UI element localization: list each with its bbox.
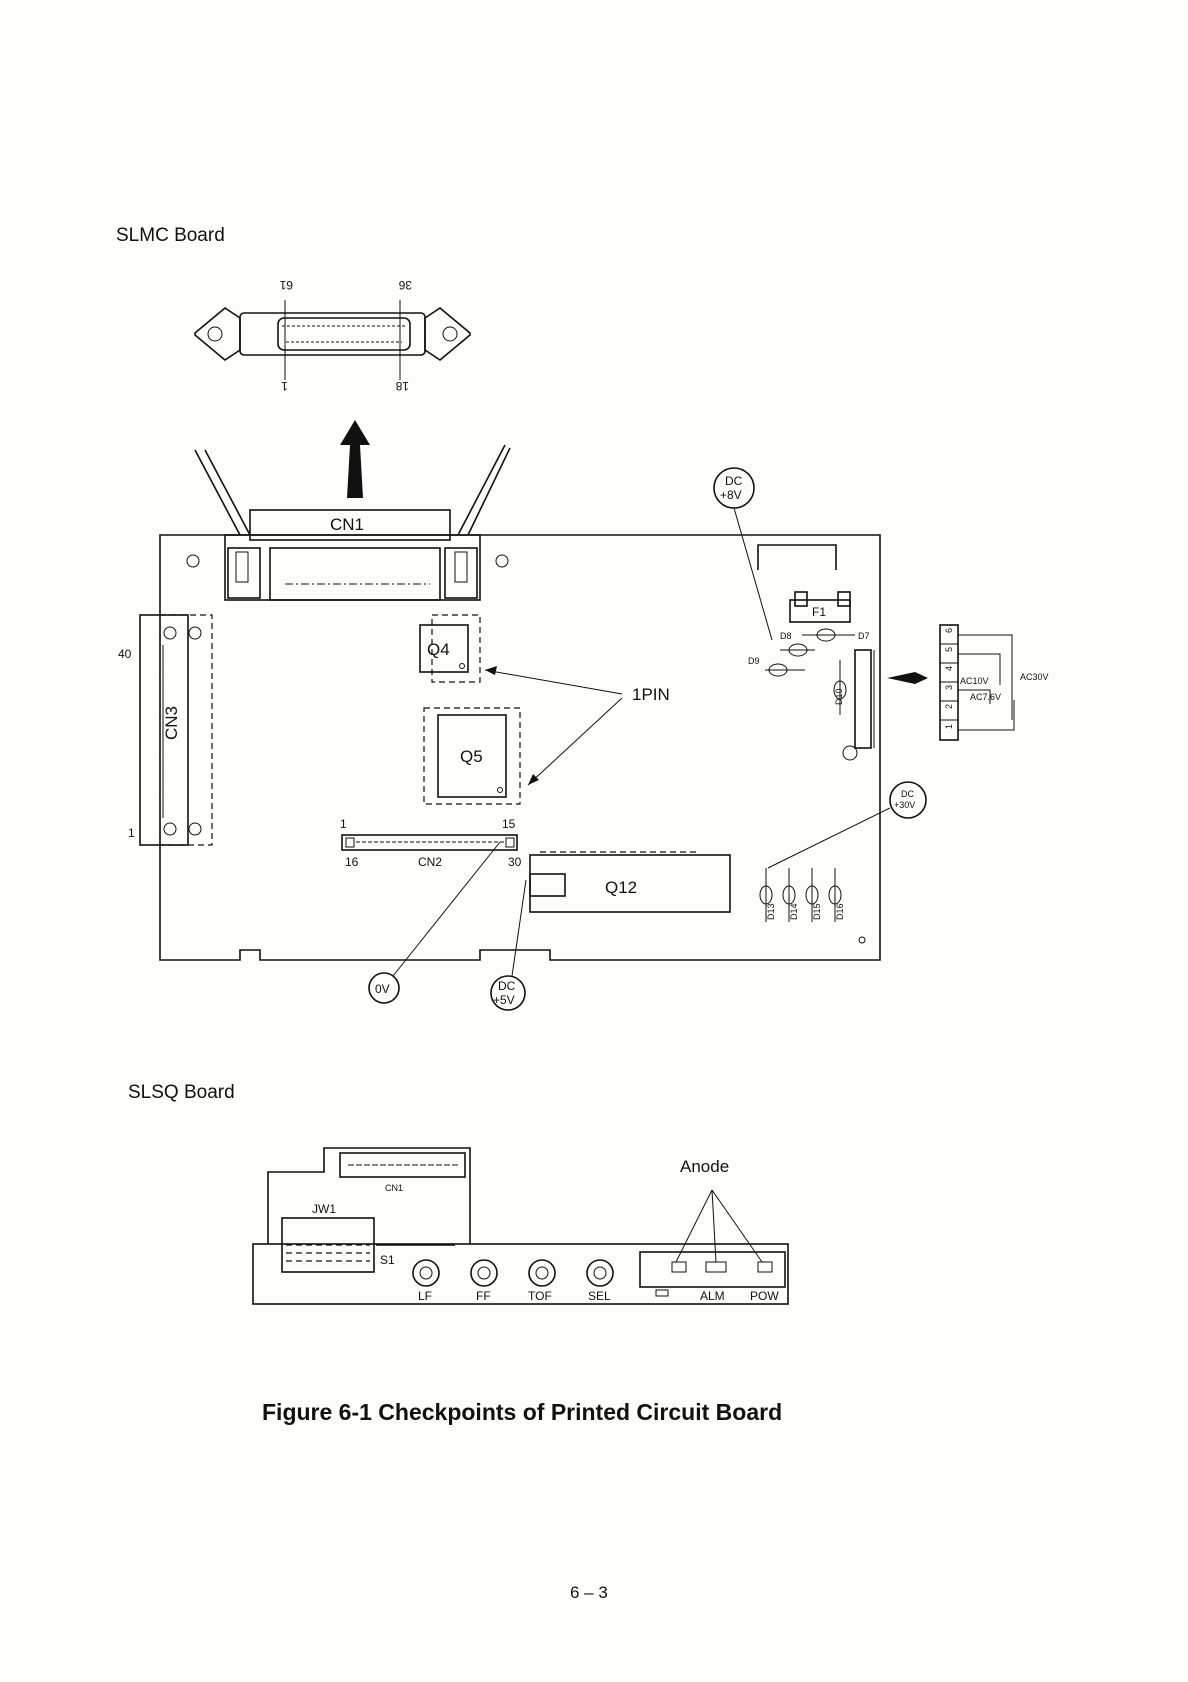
cn2-pin-1: 1 [340,817,347,831]
slsq-cn1-label: CN1 [385,1183,403,1193]
pow-label: POW [750,1289,779,1303]
dc8v-label-dc: DC [725,474,743,488]
cn2-pin-15: 15 [502,817,516,831]
figure-caption: Figure 6-1 Checkpoints of Printed Circui… [262,1399,782,1425]
q4-label: Q4 [427,640,450,659]
power-connector-on-board [855,650,874,748]
button-lf [413,1260,439,1286]
pin-label-1: 1 [281,379,288,393]
button-ff [471,1260,497,1286]
cn1-label: CN1 [330,515,364,534]
centronics-connector-top-view [195,300,470,380]
d13-label: D13 [766,903,776,920]
f1-label: F1 [812,605,826,619]
diode-d10 [834,660,846,715]
d8-label: D8 [780,631,792,641]
diode-d9 [765,664,805,676]
cn2-connector [342,835,517,850]
d7-label: D7 [858,631,870,641]
slsq-board-title: SLSQ Board [128,1082,235,1103]
ac30v-label: AC30V [1020,672,1049,682]
jw1-label: JW1 [312,1202,336,1216]
anode-pointer-lines [676,1190,762,1262]
jw1-jumper [282,1218,455,1272]
d14-label: D14 [789,903,799,920]
terminal-pin-6: 6 [944,628,954,633]
ff-label: FF [476,1289,491,1303]
zero-v-label: 0V [375,982,390,996]
mounting-hole [843,746,857,760]
terminal-pin-3: 3 [944,685,954,690]
dc5v-label-voltage: +5V [493,993,515,1007]
cn2-label: CN2 [418,855,442,869]
cn3-pin-40: 40 [118,647,132,661]
lf-label: LF [418,1289,432,1303]
terminal-pin-2: 2 [944,704,954,709]
d10-label: D10 [834,688,844,705]
terminal-pin-5: 5 [944,647,954,652]
cn3-pin-1: 1 [128,826,135,840]
page-number: 6 – 3 [570,1583,608,1602]
cn3-label: CN3 [162,706,181,740]
pin-label-18: 18 [395,379,409,393]
button-tof [529,1260,555,1286]
one-pin-label: 1PIN [632,685,670,704]
d15-label: D15 [812,903,822,920]
ac76v-label: AC7.6V [970,692,1001,702]
d16-label: D16 [835,903,845,920]
pin-label-36: 36 [398,278,412,292]
mounting-hole [496,555,508,567]
mounting-hole [187,555,199,567]
terminal-pin-1: 1 [944,724,954,729]
pin-label-61: 61 [279,278,293,292]
d9-label: D9 [748,656,760,666]
dc30v-label-voltage: +30V [894,800,915,810]
tof-label: TOF [528,1289,552,1303]
dc8v-label-voltage: +8V [720,488,742,502]
slsq-cn1-connector [340,1153,465,1177]
fuse-f1 [758,545,850,622]
terminal-pin-4: 4 [944,666,954,671]
dc5v-label-dc: DC [498,979,516,993]
diode-d7 [802,629,855,641]
sel-label: SEL [588,1289,611,1303]
q5-label: Q5 [460,747,483,766]
cn2-pin-30: 30 [508,855,522,869]
q12-label: Q12 [605,878,637,897]
right-arrow [887,672,928,684]
slmc-board-title: SLMC Board [116,225,225,246]
mounting-hole [859,937,865,943]
alm-label: ALM [700,1289,725,1303]
button-sel [587,1260,613,1286]
up-arrow [340,420,370,498]
dc30v-label-dc: DC [901,789,914,799]
s1-label: S1 [380,1253,395,1267]
cn2-pin-16: 16 [345,855,359,869]
ac10v-label: AC10V [960,676,989,686]
diode-d8 [780,644,815,656]
anode-label: Anode [680,1157,729,1176]
